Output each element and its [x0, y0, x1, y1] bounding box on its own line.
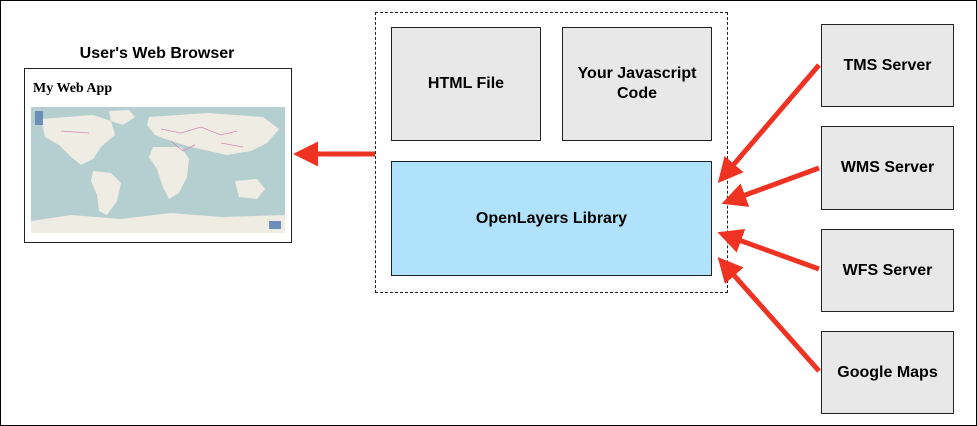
- wms-server-label: WMS Server: [840, 159, 935, 176]
- arrow-google-to-library: [717, 257, 821, 373]
- google-maps-box: Google Maps: [821, 331, 954, 414]
- openlayers-library-box: OpenLayers Library: [391, 161, 712, 276]
- map-land-north-america: [41, 115, 115, 165]
- map-land-australia: [235, 179, 265, 199]
- map-land-antarctica: [31, 213, 285, 233]
- tms-server-label: TMS Server: [843, 56, 932, 74]
- arrow-wfs-to-library: [717, 229, 820, 272]
- openlayers-library-label: OpenLayers Library: [475, 209, 628, 227]
- app-bundle-container: [375, 12, 728, 293]
- arrow-tms-to-library: [717, 63, 821, 184]
- javascript-code-box: Your Javascript Code: [562, 27, 712, 141]
- html-file-label: HTML File: [427, 75, 505, 92]
- map-zoom-control[interactable]: [35, 111, 43, 125]
- map-borders: [60, 126, 244, 152]
- google-maps-label: Google Maps: [837, 363, 938, 381]
- javascript-code-label-line2: Code: [617, 85, 657, 102]
- arrow-wms-to-library: [721, 165, 820, 207]
- javascript-code-label-line1: Your Javascript: [577, 65, 697, 82]
- map-land-greenland: [109, 110, 135, 125]
- wfs-server-label: WFS Server: [842, 261, 933, 279]
- map-land-eurasia: [147, 113, 279, 155]
- map-land-south-america: [91, 171, 121, 215]
- map-attribution-button[interactable]: [269, 221, 281, 229]
- tms-server-box: TMS Server: [821, 24, 954, 107]
- world-map: [31, 107, 285, 233]
- html-file-box: HTML File: [391, 27, 541, 141]
- browser-window: My Web App: [24, 68, 292, 243]
- wms-server-box: WMS Server: [821, 126, 954, 210]
- wfs-server-box: WFS Server: [821, 229, 954, 312]
- app-title: My Web App: [33, 81, 113, 96]
- browser-title: User's Web Browser: [79, 45, 235, 62]
- map-land-africa: [149, 147, 189, 199]
